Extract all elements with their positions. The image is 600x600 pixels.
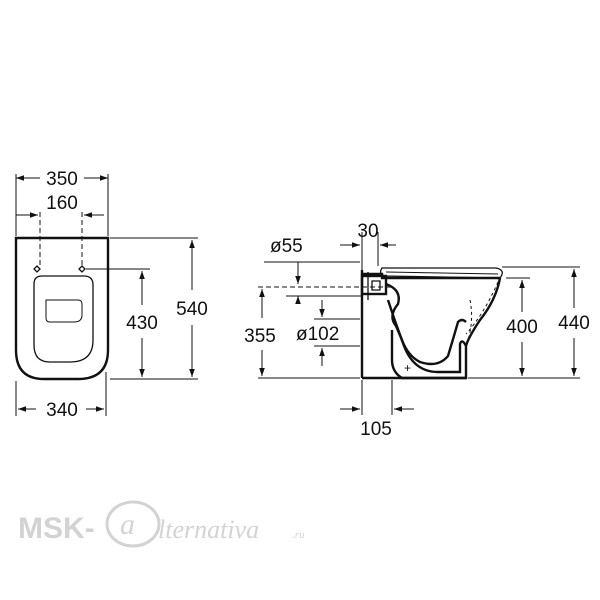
watermark: MSK- a lternativa .ru [18,500,305,548]
dim-440-label: 440 [558,313,590,334]
fixing-point-left [33,265,41,273]
watermark-script: lternativa [158,515,259,544]
dim-d55-label: ø55 [270,236,303,257]
dim-540-label: 540 [176,299,208,320]
side-view: + ø55 30 355 ø102 400 [244,221,590,440]
watermark-brand: MSK- [18,512,95,545]
siphon-trap [385,282,467,366]
bowl-outline [14,236,110,381]
dim-340-label: 340 [46,400,78,421]
dim-105-label: 105 [360,419,392,440]
center-mark: + [404,361,411,375]
dim-355-label: 355 [244,326,276,347]
dim-30-label: 30 [357,221,378,242]
watermark-suffix: .ru [292,529,305,541]
seat-inner [45,299,83,323]
at-sign-icon: a [105,500,161,548]
dim-430-label: 430 [126,313,158,334]
fixing-point-right [78,265,86,273]
svg-text:a: a [120,508,135,541]
dim-350-label: 350 [46,169,78,190]
front-view: 350 160 540 430 340 [14,169,208,421]
dim-400-label: 400 [506,317,538,338]
dim-160-label: 160 [46,193,78,214]
seat-outline [33,275,94,363]
bowl-shell [464,277,502,347]
dim-d102-label: ø102 [296,324,339,345]
